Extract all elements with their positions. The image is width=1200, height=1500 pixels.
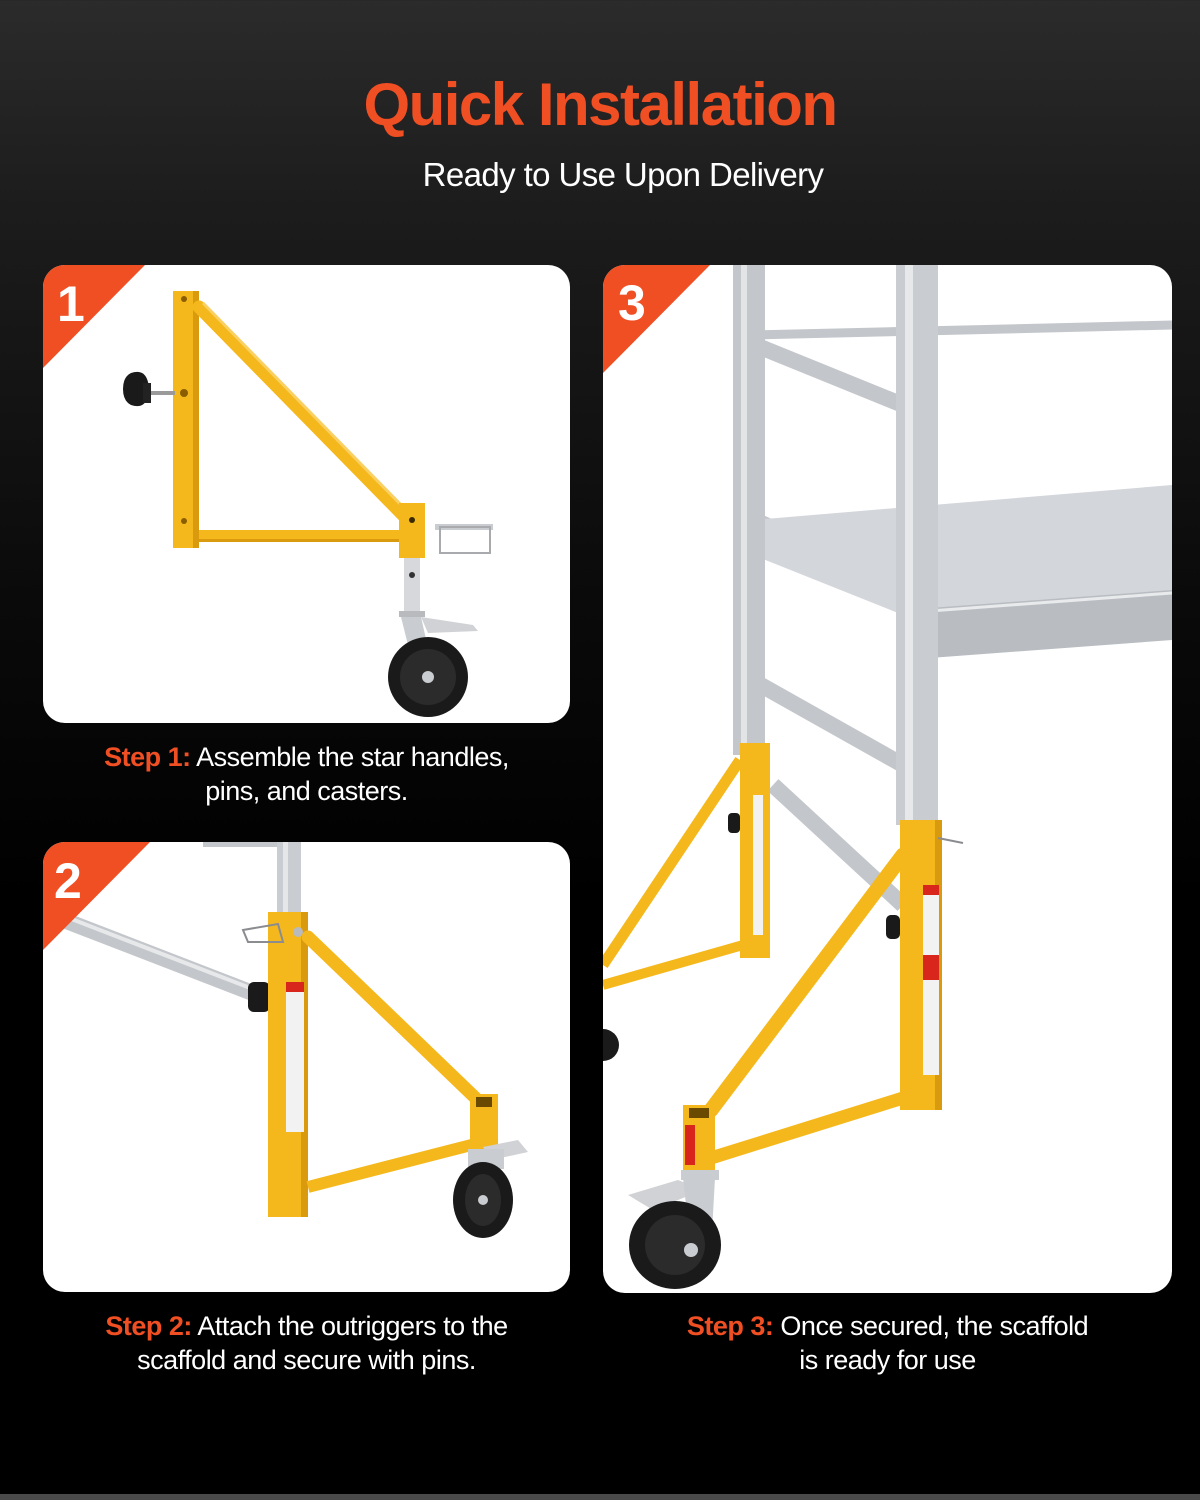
outrigger-assembly-image [123, 291, 493, 717]
step-2-text-line1: Attach the outriggers to the [197, 1311, 508, 1341]
assembled-scaffold-image [603, 265, 1172, 1289]
step-2-text-line2: scaffold and secure with pins. [137, 1345, 476, 1375]
step-2-number: 2 [54, 853, 82, 909]
step-3-number: 3 [618, 275, 646, 331]
step-2-badge [43, 842, 150, 950]
page-subtitle: Ready to Use Upon Delivery [422, 156, 824, 193]
step-3-text-line1: Once secured, the scaffold [780, 1311, 1089, 1341]
step-1-badge [43, 265, 145, 368]
step-3-badge [603, 265, 710, 373]
step-1-text-line2: pins, and casters. [205, 776, 408, 806]
step-1-caption: Step 1: Assemble the star handles, pins,… [43, 740, 570, 808]
outrigger-attached-image [43, 842, 528, 1238]
bottom-divider [0, 1494, 1200, 1500]
step-3-card: 3 [603, 265, 1172, 1293]
step-1-number: 1 [57, 276, 85, 332]
step-2-card: 2 [43, 842, 570, 1292]
step-3-caption: Step 3: Once secured, the scaffold is re… [603, 1309, 1172, 1377]
step-1-label: Step 1: [104, 742, 191, 772]
step-1-card: 1 [43, 265, 570, 723]
step-2-label: Step 2: [105, 1311, 192, 1341]
step-3-label: Step 3: [686, 1311, 774, 1341]
step-1-text-line1: Assemble the star handles, [196, 742, 509, 772]
step-2-caption: Step 2: Attach the outriggers to the sca… [43, 1309, 570, 1377]
step-3-text-line2: is ready for use [799, 1345, 976, 1375]
page-title: Quick Installation [363, 71, 838, 138]
